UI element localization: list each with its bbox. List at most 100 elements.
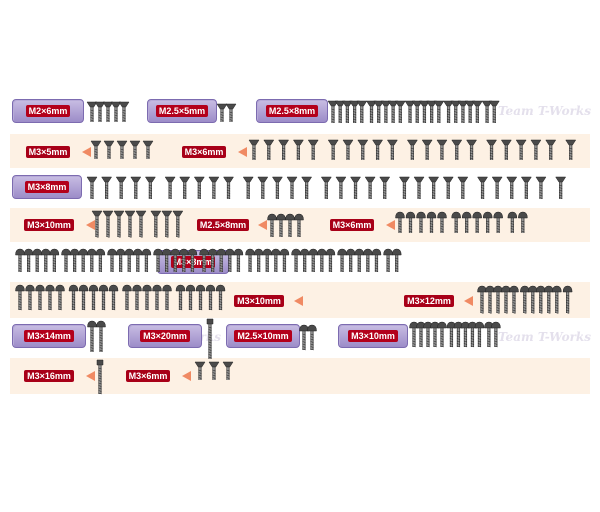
- screw-1-1-19: [545, 139, 557, 160]
- screw-5-0-10: [122, 284, 132, 311]
- screw-6-1-0: [206, 318, 214, 359]
- screw-5-0-0: [15, 284, 25, 311]
- screw-5-1-5: [520, 285, 530, 314]
- screw-4-0-5: [61, 248, 71, 272]
- screw-3-2-3: [426, 211, 437, 233]
- row-band-8: [10, 358, 590, 394]
- arrow-icon: [238, 147, 247, 157]
- screw-4-0-13: [133, 248, 143, 272]
- screw-4-0-17: [170, 248, 180, 272]
- label-text: M3×6mm: [125, 370, 171, 382]
- screw-3-0-1: [102, 210, 114, 238]
- label-m3x16: M3×16mm: [16, 369, 82, 383]
- screw-7-1-0: [194, 361, 206, 380]
- screw-2-0-12: [271, 176, 283, 199]
- label-text: M3×10mm: [234, 295, 284, 307]
- screw-0-2-19: [471, 100, 483, 123]
- screw-3-2-0: [395, 211, 405, 233]
- screw-1-0-2: [116, 140, 128, 159]
- screw-3-2-10: [507, 211, 518, 233]
- label-text: M3×14mm: [24, 330, 74, 342]
- screw-6-3-6: [453, 321, 464, 348]
- label-m3x14: M3×14mm: [12, 324, 86, 348]
- screw-2-0-8: [208, 176, 220, 199]
- screw-4-0-20: [199, 248, 209, 272]
- screw-4-0-0: [15, 248, 25, 272]
- screw-4-0-29: [279, 248, 290, 272]
- watermark-3: Team T-Works: [498, 330, 591, 344]
- screw-5-1-0: [477, 285, 487, 314]
- screw-1-1-1: [263, 139, 275, 160]
- screw-1-1-8: [372, 139, 384, 160]
- screw-5-0-15: [175, 284, 186, 311]
- screw-3-0-4: [135, 210, 147, 238]
- label-m3x6-b: M3×6mm: [322, 218, 382, 232]
- label-text: M2×6mm: [25, 105, 71, 117]
- screw-1-1-6: [342, 139, 354, 160]
- screw-5-1-9: [552, 285, 562, 314]
- screw-4-0-31: [299, 248, 310, 272]
- screw-1-1-13: [451, 139, 463, 160]
- label-text: M3×10mm: [24, 219, 74, 231]
- label-m3x8: M3×8mm: [12, 175, 82, 199]
- screw-0-2-2: [341, 100, 353, 123]
- screw-0-2-0: [327, 100, 339, 123]
- screw-1-1-2: [278, 139, 290, 160]
- screw-2-0-18: [364, 176, 376, 199]
- label-m3x10: M3×10mm: [16, 218, 82, 232]
- screw-0-2-8: [387, 100, 399, 123]
- screw-2-0-24: [457, 176, 469, 199]
- screw-0-0-0: [86, 101, 98, 122]
- label-m3x20: M3×20mm: [128, 324, 202, 348]
- screw-1-1-17: [515, 139, 527, 160]
- screw-0-2-14: [433, 100, 445, 123]
- screw-4-0-6: [69, 248, 80, 272]
- screw-0-2-9: [394, 100, 406, 123]
- screw-0-2-4: [356, 100, 368, 123]
- screw-2-0-29: [535, 176, 547, 199]
- screw-2-0-7: [193, 176, 205, 199]
- screw-4-0-32: [308, 248, 319, 272]
- label-text: M3×16mm: [24, 370, 74, 382]
- screw-4-0-19: [187, 248, 198, 272]
- screw-0-2-5: [366, 100, 377, 123]
- label-text: M2.5×8mm: [265, 105, 319, 117]
- screw-1-1-14: [466, 139, 478, 160]
- label-text: M3×12mm: [404, 295, 454, 307]
- screw-4-0-18: [179, 248, 189, 272]
- screw-2-0-6: [179, 176, 191, 199]
- screw-3-0-2: [113, 210, 125, 238]
- arrow-icon: [86, 220, 95, 230]
- screw-0-2-6: [373, 100, 385, 123]
- screw-3-2-7: [472, 211, 482, 233]
- screw-5-1-2: [493, 285, 503, 314]
- screw-4-0-10: [107, 248, 117, 272]
- screw-6-2-1: [307, 324, 317, 351]
- screw-4-0-36: [345, 248, 356, 272]
- screw-5-0-1: [25, 284, 35, 311]
- screw-3-2-6: [461, 211, 472, 233]
- screw-6-3-0: [409, 321, 419, 348]
- arrow-icon: [258, 220, 267, 230]
- arrow-icon: [294, 296, 303, 306]
- screw-4-0-12: [124, 248, 134, 272]
- screw-3-1-0: [267, 213, 277, 237]
- screw-5-0-14: [162, 284, 172, 311]
- screw-2-0-25: [477, 176, 489, 199]
- label-text: M3×10mm: [348, 330, 398, 342]
- screw-4-0-38: [363, 248, 373, 272]
- screw-2-0-27: [506, 176, 518, 199]
- screw-5-1-3: [501, 285, 511, 314]
- screw-2-0-17: [350, 176, 361, 199]
- label-m25x5: M2.5×5mm: [147, 99, 217, 123]
- screw-1-1-0: [248, 139, 260, 160]
- screw-6-3-9: [474, 321, 485, 348]
- label-text: M3×6mm: [181, 146, 227, 158]
- screw-0-2-11: [411, 100, 423, 123]
- screw-2-0-9: [223, 176, 234, 199]
- screw-5-0-2: [35, 284, 45, 311]
- screw-3-0-6: [161, 210, 173, 238]
- label-m3x6-c: M3×6mm: [118, 369, 178, 383]
- screw-3-2-4: [437, 211, 447, 233]
